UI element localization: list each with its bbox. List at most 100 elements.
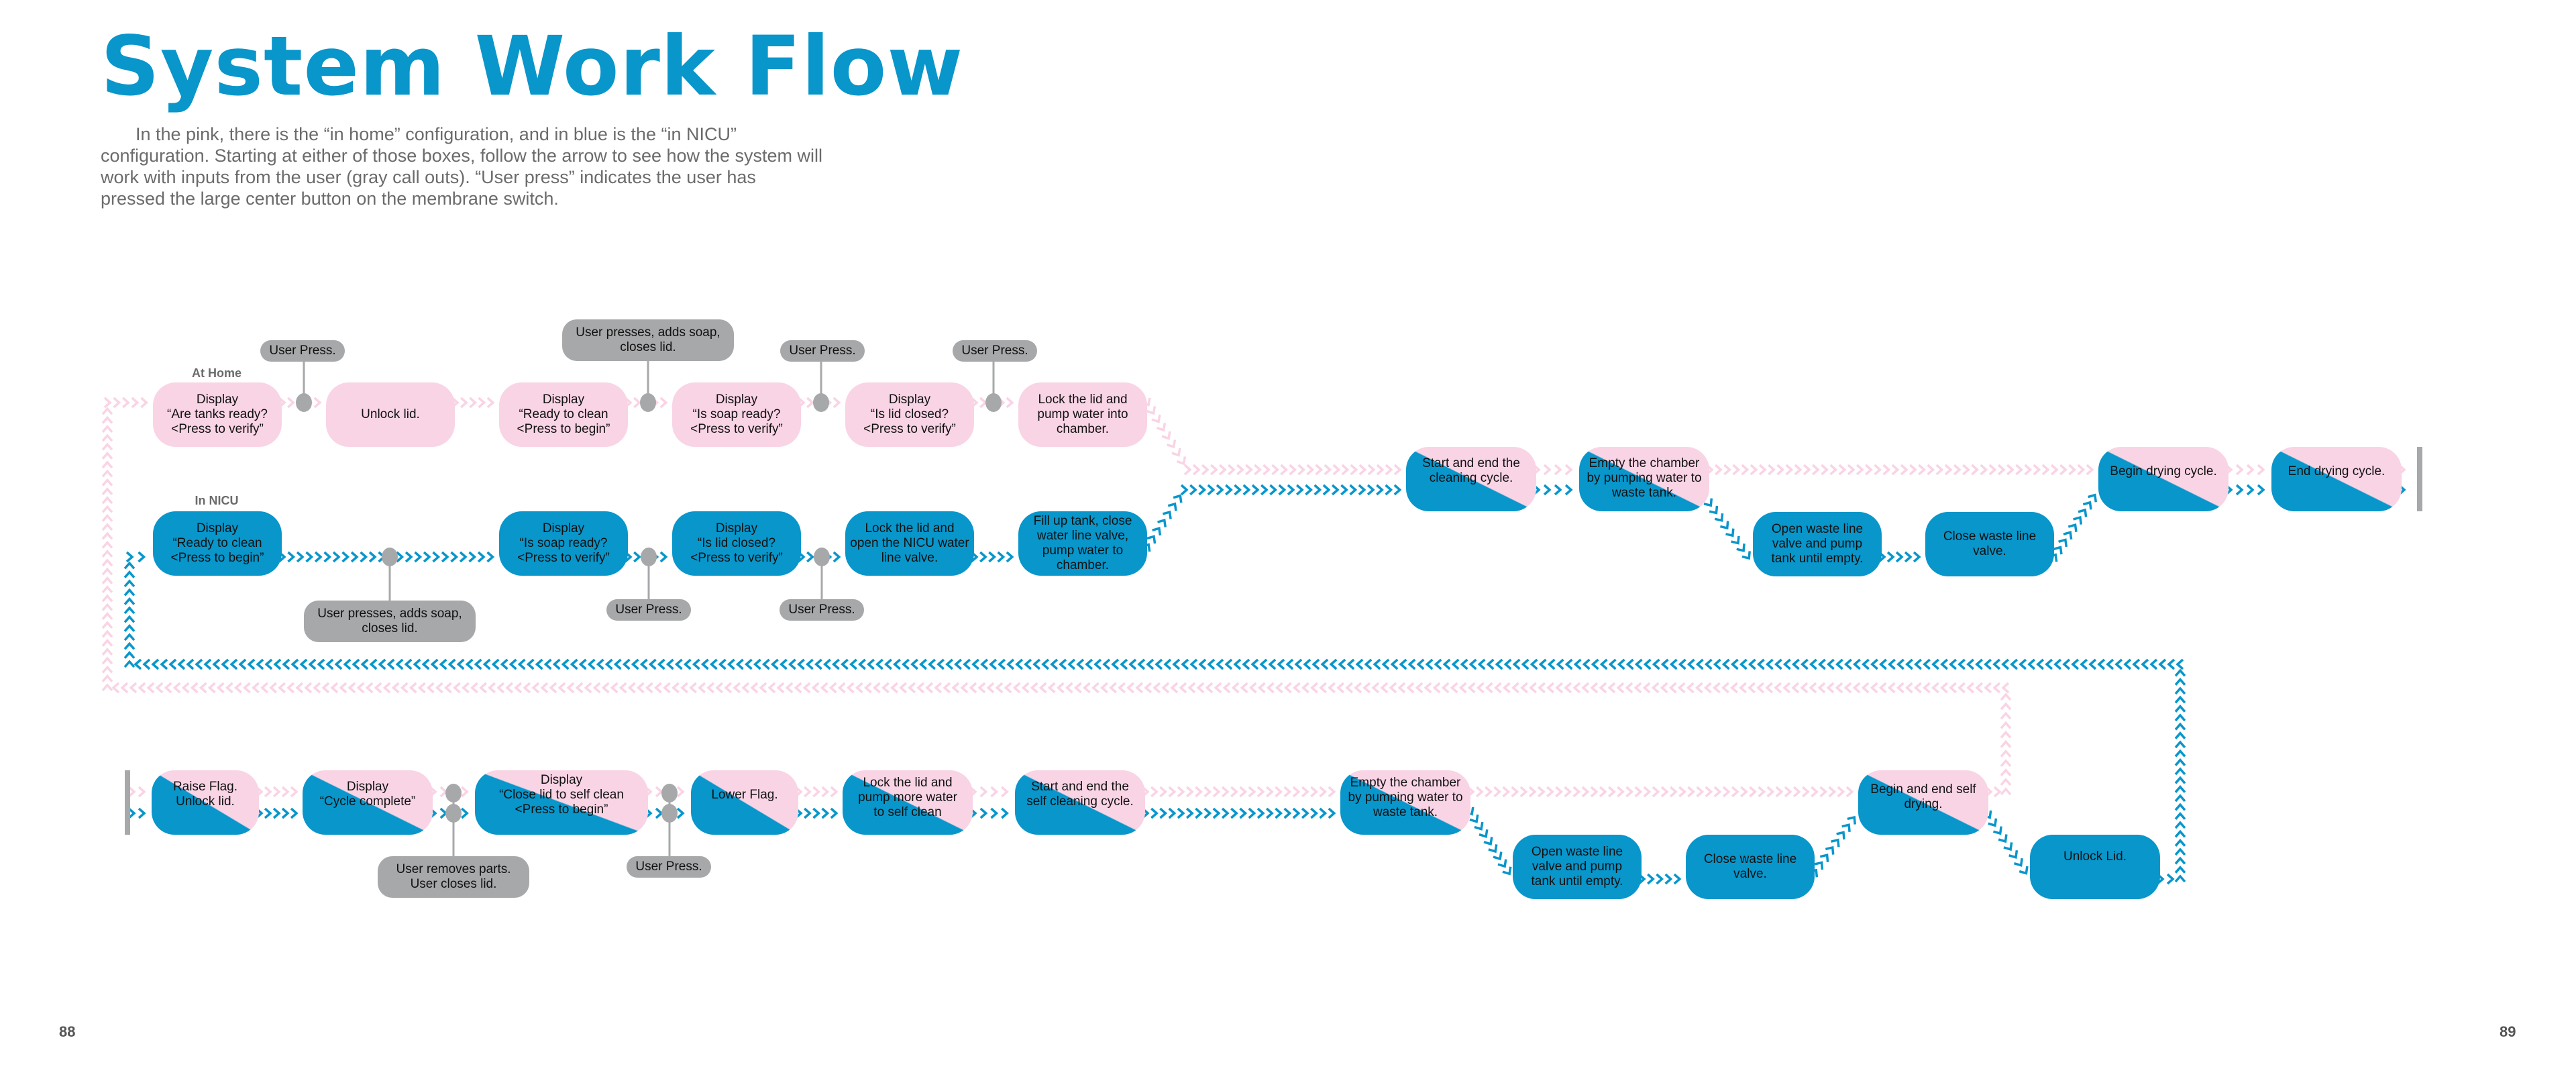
pink-chevron-arrow [1721,682,1729,694]
home-callout-user-press-2: User Press. [780,340,865,362]
pink-chevron-arrow [636,682,645,694]
blue-chevron-arrow [727,658,735,670]
blue-chevron-arrow [1167,502,1177,511]
pink-chevron-arrow [549,682,557,694]
home-callout-user-press-1: User Press. [260,340,345,362]
pink-chevron-arrow [1739,682,1747,694]
pink-chevron-arrow [417,682,426,694]
pink-chevron-arrow [1150,786,1159,798]
blue-chevron-arrow [979,551,987,563]
pink-chevron-arrow [916,682,925,694]
blue-chevron-arrow [1582,658,1591,670]
pink-chevron-arrow [101,656,113,665]
pink-chevron-arrow [1292,786,1301,798]
pink-chevron-arrow [1722,786,1731,798]
pink-chevron-arrow [1006,397,1014,409]
blue-chevron-arrow [761,658,770,670]
blue-chevron-arrow [430,658,439,670]
pink-chevron-arrow [2050,464,2059,476]
blue-chevron-arrow [570,658,578,670]
blue-chevron-arrow [1713,658,1721,670]
blue-chevron-arrow [2174,874,2186,883]
shared-step-end-drying: End drying cycle. [2271,447,2402,511]
blue-chevron-arrow [1913,551,1921,563]
pink-chevron-arrow [101,550,113,558]
blue-chevron-arrow [1032,658,1041,670]
blue-chevron-arrow [1434,658,1442,670]
blue-chevron-arrow [1128,658,1137,670]
blue-chevron-arrow [657,658,665,670]
pink-chevron-arrow [1826,682,1835,694]
blue-chevron-arrow [1862,658,1870,670]
pink-chevron-arrow [1228,464,1236,476]
pink-chevron-arrow [1696,786,1705,798]
pink-chevron-arrow [1529,682,1537,694]
blue-chevron-arrow [659,551,668,563]
pink-chevron-arrow [391,682,400,694]
pink-chevron-arrow [2015,464,2024,476]
pink-chevron-arrow [1878,682,1887,694]
pink-chevron-arrow [313,397,322,409]
pink-chevron-arrow [1240,682,1248,694]
blue-chevron-arrow [1355,658,1364,670]
pink-chevron-arrow [806,397,814,409]
pink-chevron-arrow [1695,682,1703,694]
pink-chevron-arrow [101,487,113,495]
blue-chevron-arrow [2088,658,2097,670]
nicu-step-close-waste-valve: Close waste line valve. [1925,512,2054,576]
blue-chevron-arrow [1827,658,1835,670]
pink-chevron-arrow [1345,682,1354,694]
pink-chevron-arrow [592,682,601,694]
pink-chevron-arrow [1485,786,1493,798]
at-home-label: At Home [191,366,241,380]
pink-chevron-arrow [1774,682,1782,694]
blue-chevron-arrow [314,551,323,563]
pink-chevron-arrow [1179,682,1187,694]
pink-chevron-arrow [460,397,468,409]
blue-chevron-arrow [1173,494,1183,503]
pink-chevron-arrow [1222,682,1231,694]
blue-chevron-arrow [1358,484,1366,496]
pink-chevron-arrow [575,682,584,694]
blue-chevron-arrow [133,658,142,670]
pink-chevron-arrow [382,682,391,694]
pink-chevron-arrow [2000,702,2012,711]
pink-chevron-arrow [1239,786,1248,798]
blue-chevron-arrow [919,658,927,670]
blue-chevron-arrow [123,579,136,588]
pink-chevron-arrow [1254,464,1262,476]
blue-chevron-arrow [508,658,517,670]
blue-chevron-arrow [296,551,305,563]
pink-chevron-arrow [610,682,619,694]
blue-chevron-arrow [648,658,657,670]
pink-chevron-arrow [281,786,290,798]
pink-chevron-arrow [1358,464,1367,476]
pink-chevron-arrow [1843,682,1852,694]
blue-chevron-arrow [596,658,604,670]
blue-chevron-arrow [343,658,352,670]
blue-chevron-arrow [317,658,325,670]
blue-chevron-arrow [2174,678,2186,686]
blue-chevron-arrow [2174,821,2186,829]
blue-chevron-arrow [2097,658,2106,670]
pink-chevron-arrow [1572,682,1581,694]
blue-chevron-arrow [1294,658,1303,670]
blue-chevron-arrow [2174,686,2186,695]
blue-chevron-arrow [2174,847,2186,856]
pink-chevron-arrow [1625,682,1633,694]
pink-chevron-arrow [1608,786,1616,798]
pink-chevron-arrow [1668,682,1677,694]
pink-chevron-arrow [1371,682,1380,694]
blue-chevron-arrow [1041,658,1050,670]
pink-chevron-arrow [802,682,811,694]
blue-chevron-arrow [1634,658,1643,670]
callout-node [445,804,462,823]
blue-chevron-arrow [1198,658,1207,670]
pink-chevron-arrow [101,665,113,674]
blue-chevron-arrow [1847,815,1856,825]
pink-chevron-arrow [951,682,960,694]
blue-chevron-arrow [2158,658,2167,670]
pink-chevron-arrow [1669,786,1678,798]
pink-chevron-arrow [101,585,113,594]
pink-chevron-arrow [1784,786,1792,798]
